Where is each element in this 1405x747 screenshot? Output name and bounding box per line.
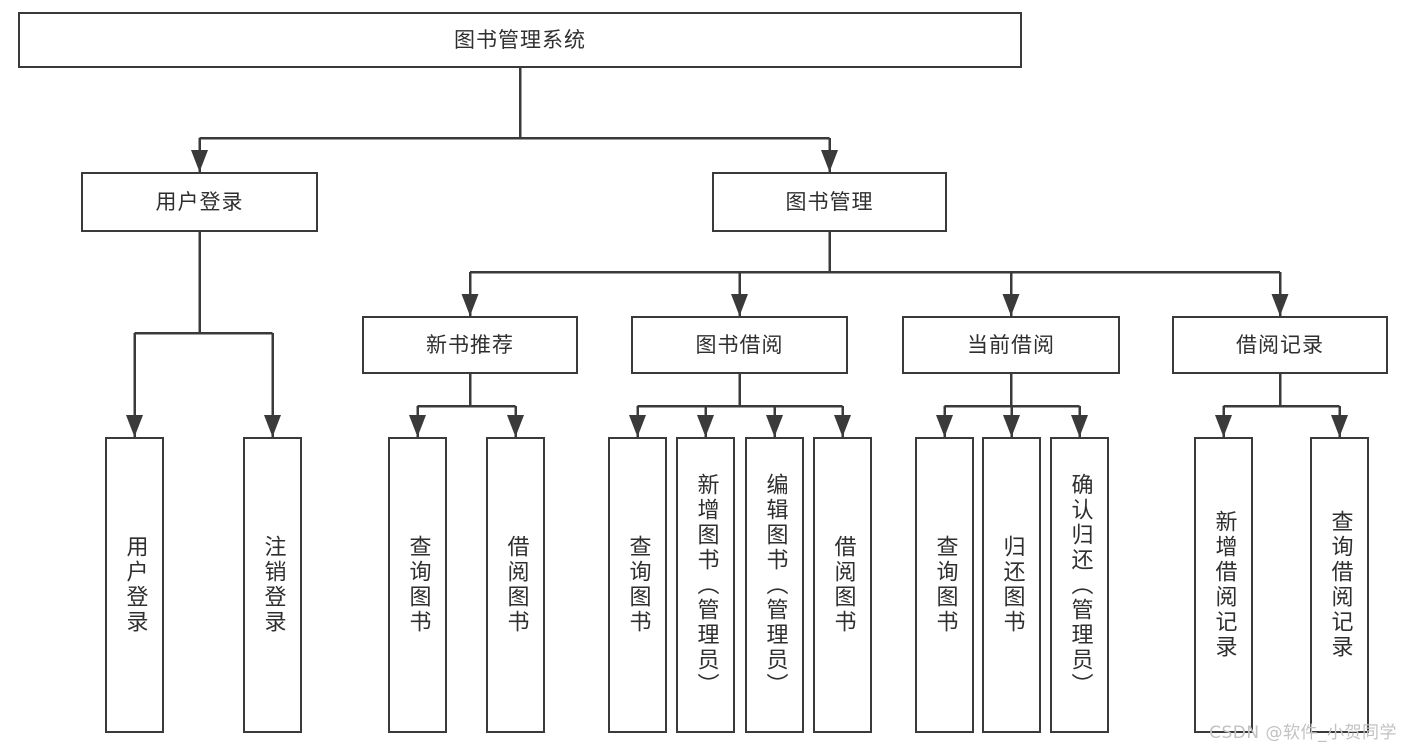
- node-label: 确认归还（管理员）: [1067, 472, 1093, 698]
- node-label: 借阅记录: [1236, 332, 1324, 357]
- node-new-book-recommend[interactable]: 新书推荐: [362, 316, 578, 374]
- node-label: 借阅图书: [503, 535, 529, 635]
- node-label: 查询借阅记录: [1327, 510, 1353, 660]
- node-book-borrow[interactable]: 图书借阅: [631, 316, 848, 374]
- node-root-system[interactable]: 图书管理系统: [18, 12, 1022, 68]
- node-label: 查询图书: [625, 535, 651, 635]
- node-label: 新书推荐: [426, 332, 514, 357]
- node-borrow-record[interactable]: 借阅记录: [1172, 316, 1388, 374]
- node-leaf-logout[interactable]: 注销登录: [243, 437, 302, 733]
- node-label: 图书管理: [785, 189, 874, 214]
- node-leaf-query-book-recommend[interactable]: 查询图书: [388, 437, 447, 733]
- node-leaf-borrow-book[interactable]: 借阅图书: [813, 437, 872, 733]
- node-leaf-add-book-admin[interactable]: 新增图书（管理员）: [676, 437, 735, 733]
- node-label: 图书管理系统: [454, 27, 586, 52]
- node-label: 归还图书: [999, 535, 1025, 635]
- node-leaf-query-book-current[interactable]: 查询图书: [915, 437, 974, 733]
- node-label: 新增借阅记录: [1211, 510, 1237, 660]
- node-book-manage[interactable]: 图书管理: [712, 172, 947, 232]
- node-leaf-add-borrow-record[interactable]: 新增借阅记录: [1194, 437, 1253, 733]
- node-label: 查询图书: [932, 535, 958, 635]
- node-label: 借阅图书: [830, 535, 856, 635]
- node-leaf-query-book[interactable]: 查询图书: [608, 437, 667, 733]
- node-leaf-confirm-return-admin[interactable]: 确认归还（管理员）: [1050, 437, 1109, 733]
- node-label: 编辑图书（管理员）: [762, 472, 788, 698]
- node-current-borrow[interactable]: 当前借阅: [902, 316, 1120, 374]
- watermark-text: CSDN @软件_小贺同学: [1209, 723, 1397, 743]
- node-leaf-user-login[interactable]: 用户登录: [105, 437, 164, 733]
- node-leaf-return-book[interactable]: 归还图书: [982, 437, 1041, 733]
- node-label: 查询图书: [405, 535, 431, 635]
- node-label: 注销登录: [260, 535, 286, 635]
- node-leaf-edit-book-admin[interactable]: 编辑图书（管理员）: [745, 437, 804, 733]
- node-label: 用户登录: [122, 535, 148, 635]
- node-user-login[interactable]: 用户登录: [81, 172, 318, 232]
- node-label: 新增图书（管理员）: [693, 472, 719, 698]
- node-leaf-borrow-book-recommend[interactable]: 借阅图书: [486, 437, 545, 733]
- node-label: 当前借阅: [967, 332, 1055, 357]
- node-label: 用户登录: [155, 189, 244, 214]
- node-label: 图书借阅: [695, 332, 784, 357]
- node-leaf-query-borrow-record[interactable]: 查询借阅记录: [1310, 437, 1369, 733]
